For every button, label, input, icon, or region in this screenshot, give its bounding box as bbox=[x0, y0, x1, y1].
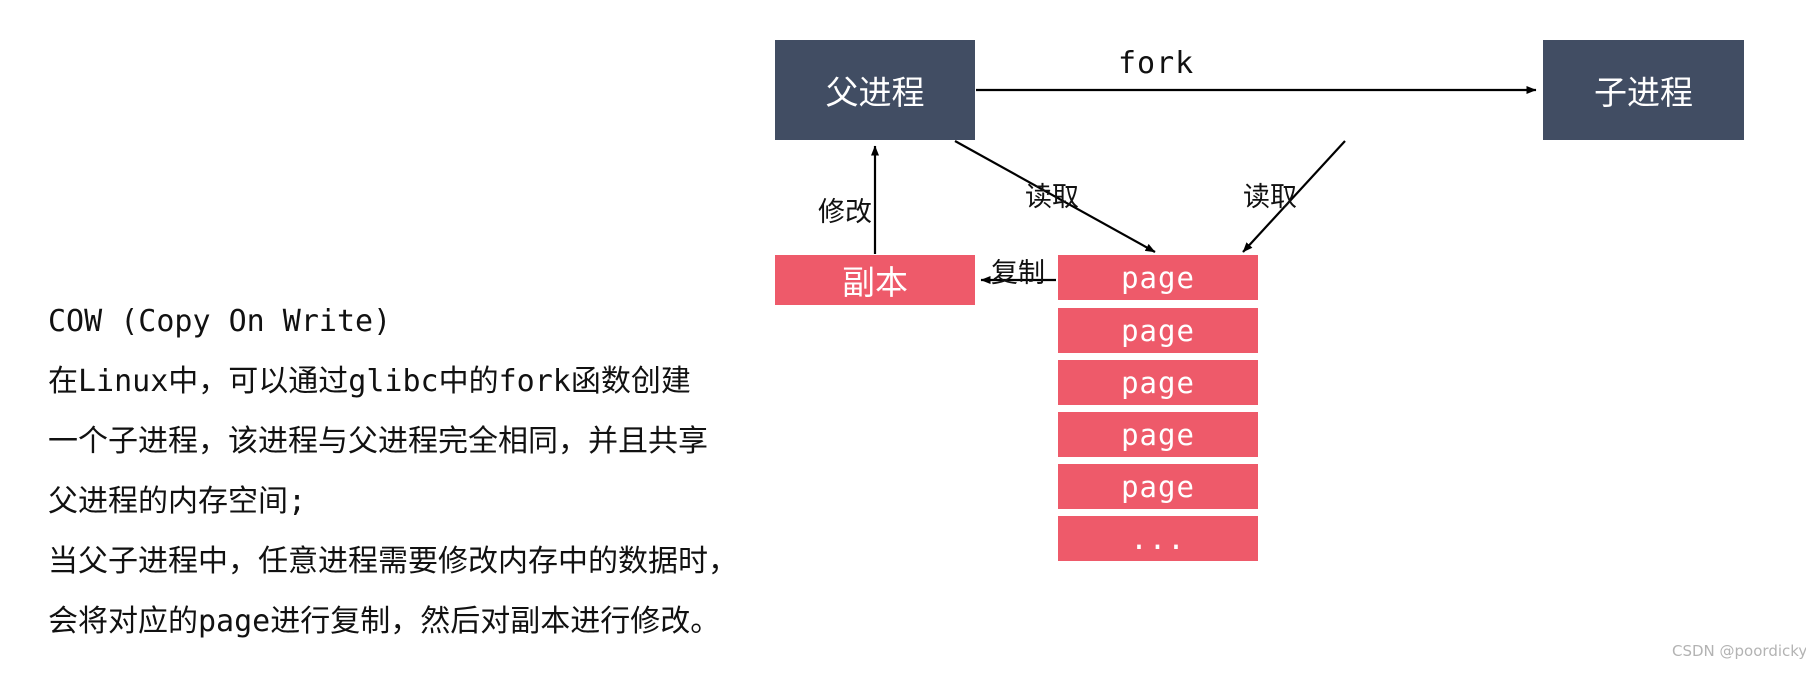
page-block-label: page bbox=[1121, 260, 1195, 295]
parent-process-label: 父进程 bbox=[825, 73, 925, 112]
text-line: 一个子进程，该进程与父进程完全相同，并且共享 bbox=[48, 424, 708, 459]
child-process-label: 子进程 bbox=[1594, 73, 1693, 112]
edge-label-duplicate: 复制 bbox=[991, 258, 1045, 289]
text-line: 会将对应的page进行复制，然后对副本进行修改。 bbox=[48, 604, 721, 639]
page-block-ellipsis[interactable]: ... bbox=[1058, 516, 1258, 561]
page-block[interactable]: page bbox=[1058, 412, 1258, 457]
page-block-label: page bbox=[1121, 417, 1195, 452]
edge-label-modify: 修改 bbox=[818, 197, 872, 228]
edge-label-read-left: 读取 bbox=[1025, 182, 1079, 213]
child-process-node[interactable]: 子进程 bbox=[1543, 40, 1744, 140]
csdn-watermark: CSDN @poordicky bbox=[1672, 642, 1806, 660]
page-block[interactable]: page bbox=[1058, 308, 1258, 353]
copy-node[interactable]: 副本 bbox=[775, 255, 975, 305]
text-line: 在Linux中，可以通过glibc中的fork函数创建 bbox=[48, 364, 691, 399]
page-block[interactable]: page bbox=[1058, 464, 1258, 509]
page-block-label: page bbox=[1121, 365, 1195, 400]
page-block-label: page bbox=[1121, 469, 1195, 504]
text-line: 当父子进程中，任意进程需要修改内存中的数据时， bbox=[48, 544, 738, 579]
parent-process-node[interactable]: 父进程 bbox=[775, 40, 975, 140]
text-line: COW (Copy On Write) bbox=[48, 304, 392, 339]
page-block-label: ... bbox=[1130, 521, 1186, 556]
copy-node-label: 副本 bbox=[842, 263, 908, 302]
page-block[interactable]: page bbox=[1058, 360, 1258, 405]
cow-description: COW (Copy On Write) 在Linux中，可以通过glibc中的f… bbox=[48, 292, 848, 652]
text-line: 父进程的内存空间; bbox=[48, 484, 307, 519]
edge-label-fork: fork bbox=[1118, 46, 1195, 81]
edge-label-read-right: 读取 bbox=[1243, 182, 1297, 213]
page-block-label: page bbox=[1121, 313, 1195, 348]
page-block[interactable]: page bbox=[1058, 255, 1258, 300]
